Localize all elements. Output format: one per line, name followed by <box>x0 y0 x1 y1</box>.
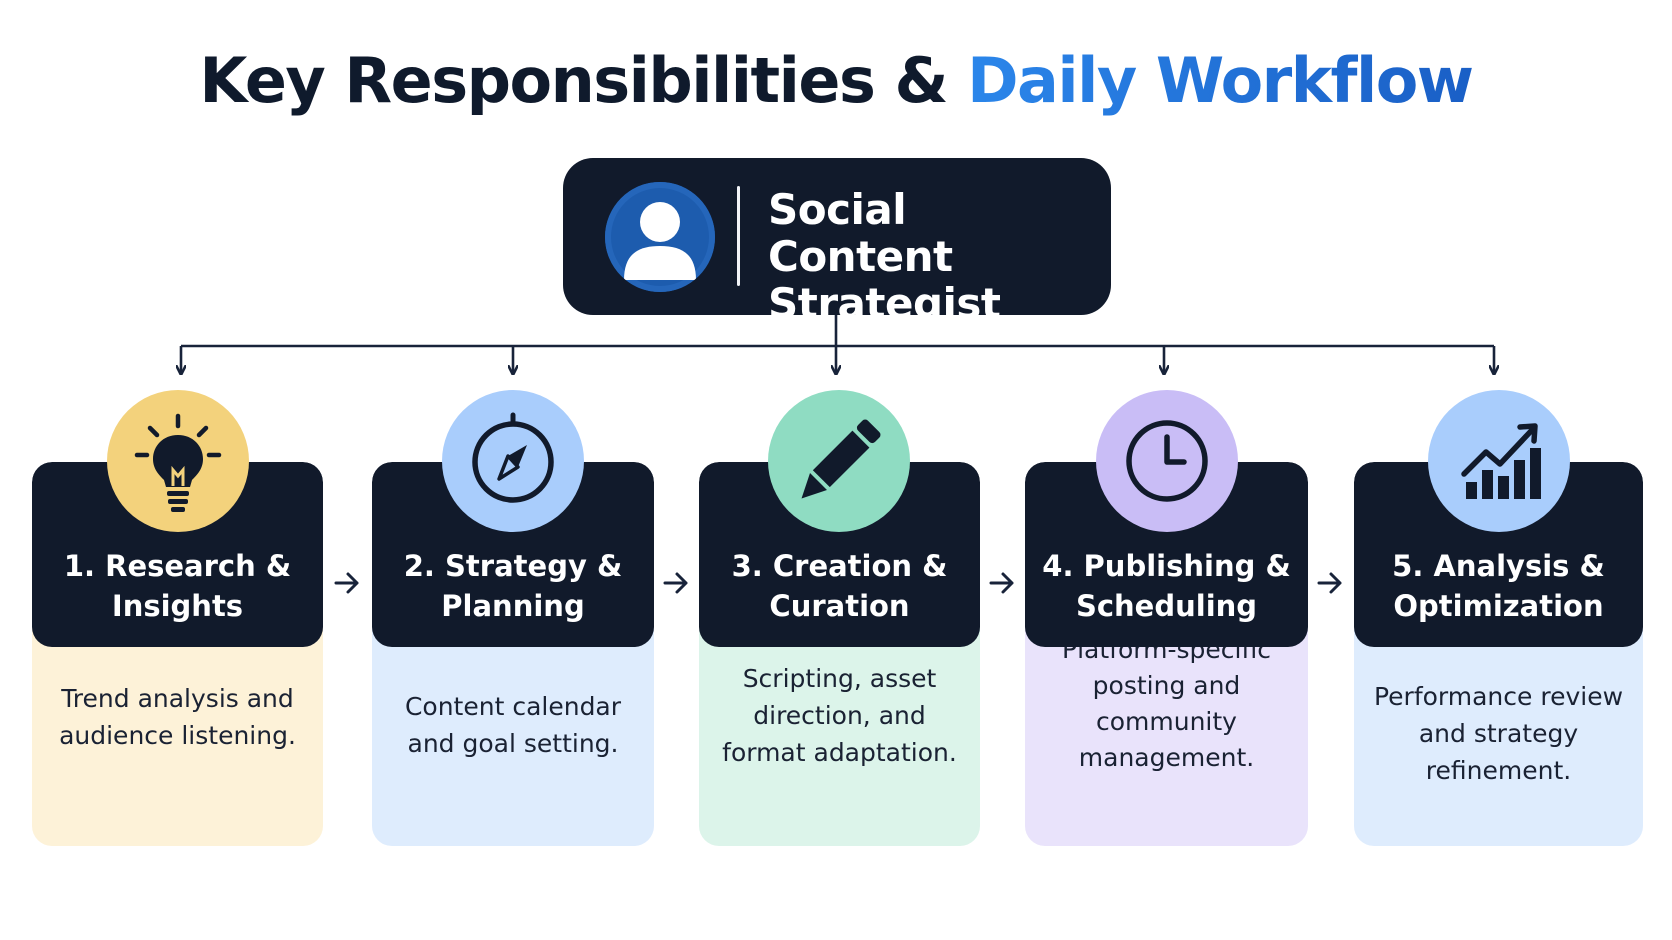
step-description: Content calendar and goal setting. <box>404 692 622 758</box>
lightbulb-icon <box>107 390 249 532</box>
step-body: Content calendar and goal setting. <box>372 612 654 846</box>
flow-arrow-4 <box>1317 572 1342 594</box>
step-header: 3. Creation & Curation <box>699 462 980 647</box>
step-body: Performance review and strategy refineme… <box>1354 612 1643 846</box>
growth-chart-icon <box>1428 390 1570 532</box>
pencil-icon <box>768 390 910 532</box>
step-label: 2. Strategy & Planning <box>403 549 623 623</box>
role-divider <box>737 186 740 286</box>
step-description: Platform-specific posting and community … <box>1062 635 1271 772</box>
step-description: Scripting, asset direction, and format a… <box>722 664 957 767</box>
step-body: Scripting, asset direction, and format a… <box>699 612 980 846</box>
flow-arrow-1 <box>334 572 359 594</box>
step-label: 3. Creation & Curation <box>731 549 948 623</box>
flow-arrow-3 <box>989 572 1014 594</box>
role-name: Social Content Strategist <box>768 185 1001 328</box>
step-description: Performance review and strategy refineme… <box>1373 682 1624 785</box>
compass-icon <box>442 390 584 532</box>
step-description: Trend analysis and audience listening. <box>59 684 296 750</box>
title-accent: Daily Workflow <box>967 44 1474 117</box>
step-body: Trend analysis and audience listening. <box>32 612 323 846</box>
step-label: 5. Analysis & Optimization <box>1392 549 1605 623</box>
role-box: Social Content Strategist <box>563 158 1111 327</box>
step-card-research: 1. Research & Insights Trend analysis an… <box>32 462 323 846</box>
clock-icon <box>1096 390 1238 532</box>
flow-arrow-2 <box>663 572 688 594</box>
step-card-analysis: 5. Analysis & Optimization Performance r… <box>1354 462 1643 846</box>
step-body: Platform-specific posting and community … <box>1025 612 1308 846</box>
user-avatar-icon <box>605 182 715 292</box>
step-card-creation: 3. Creation & Curation Scripting, asset … <box>699 462 980 846</box>
page-title: Key Responsibilities & Daily Workflow <box>0 36 1672 126</box>
title-main: Key Responsibilities & <box>199 44 968 117</box>
step-label: 1. Research & Insights <box>63 549 292 623</box>
step-label: 4. Publishing & Scheduling <box>1042 549 1291 623</box>
